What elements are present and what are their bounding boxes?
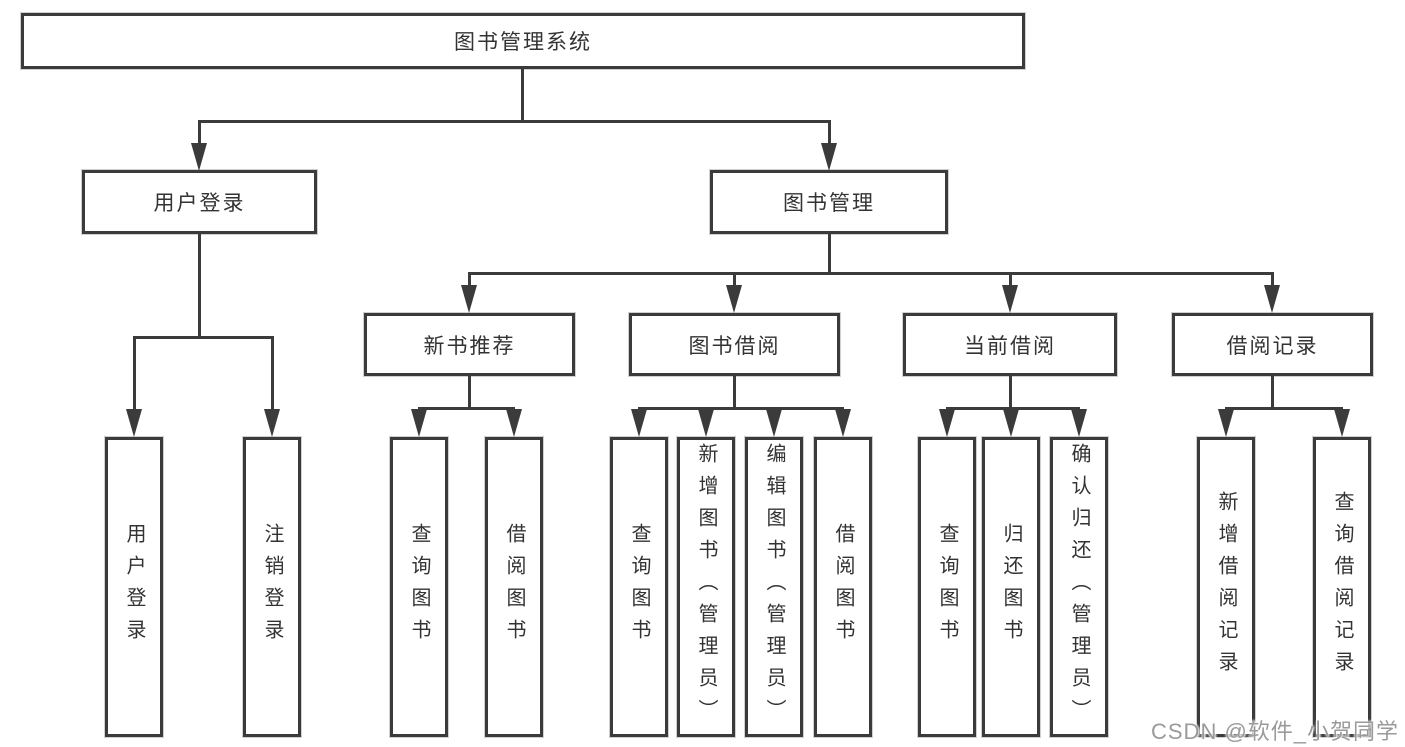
connector-line	[946, 407, 1080, 410]
arrowhead-down-icon	[835, 409, 851, 437]
node-book-management: 图书管理	[710, 170, 948, 234]
node-book-borrowing: 图书借阅	[629, 313, 840, 376]
connector-line	[468, 272, 471, 288]
connector-line	[271, 336, 274, 412]
connector-line	[733, 376, 736, 409]
arrowhead-down-icon	[631, 409, 647, 437]
leaf-query-books-3: 查询图书	[918, 437, 976, 737]
arrowhead-down-icon	[1218, 409, 1234, 437]
leaf-borrow-books-2: 借阅图书	[814, 437, 872, 737]
connector-line	[1271, 272, 1274, 288]
arrowhead-down-icon	[264, 409, 280, 437]
node-new-book-recommend: 新书推荐	[364, 313, 575, 376]
arrowhead-down-icon	[411, 409, 427, 437]
connector-line	[133, 336, 136, 412]
leaf-query-books-2: 查询图书	[610, 437, 668, 737]
connector-line	[198, 234, 201, 339]
arrowhead-down-icon	[939, 409, 955, 437]
leaf-user-login: 用户登录	[105, 437, 163, 737]
connector-line	[1271, 376, 1274, 409]
arrowhead-down-icon	[766, 409, 782, 437]
arrowhead-down-icon	[1071, 409, 1087, 437]
leaf-logout: 注销登录	[243, 437, 301, 737]
connector-line	[1009, 376, 1012, 409]
arrowhead-down-icon	[506, 409, 522, 437]
connector-line	[198, 120, 201, 146]
connector-line	[1009, 272, 1012, 288]
node-current-borrowing: 当前借阅	[903, 313, 1117, 376]
connector-line	[418, 407, 515, 410]
connector-line	[1225, 407, 1343, 410]
arrowhead-down-icon	[1002, 285, 1018, 313]
arrowhead-down-icon	[1264, 285, 1280, 313]
connector-line	[828, 234, 831, 275]
connector-line	[133, 336, 273, 339]
leaf-borrow-books-1: 借阅图书	[485, 437, 543, 737]
leaf-edit-book-admin: 编辑图书（管理员）	[745, 437, 803, 737]
arrowhead-down-icon	[821, 143, 837, 171]
connector-line	[733, 272, 736, 288]
connector-line	[468, 376, 471, 409]
connector-line	[828, 120, 831, 146]
arrowhead-down-icon	[1003, 409, 1019, 437]
arrowhead-down-icon	[1334, 409, 1350, 437]
connector-line	[638, 407, 844, 410]
arrowhead-down-icon	[461, 285, 477, 313]
arrowhead-down-icon	[191, 143, 207, 171]
leaf-query-books-1: 查询图书	[390, 437, 448, 737]
connector-line	[521, 69, 524, 122]
arrowhead-down-icon	[726, 285, 742, 313]
leaf-query-borrow-record: 查询借阅记录	[1313, 437, 1371, 737]
arrowhead-down-icon	[698, 409, 714, 437]
leaf-add-book-admin: 新增图书（管理员）	[677, 437, 735, 737]
leaf-add-borrow-record: 新增借阅记录	[1197, 437, 1255, 737]
node-library-system: 图书管理系统	[21, 13, 1025, 69]
arrowhead-down-icon	[126, 409, 142, 437]
connector-line	[468, 272, 1273, 275]
csdn-watermark: CSDN @软件_小贺同学	[1151, 719, 1400, 744]
leaf-return-book: 归还图书	[982, 437, 1040, 737]
node-borrow-records: 借阅记录	[1172, 313, 1373, 376]
connector-line	[198, 120, 830, 123]
leaf-confirm-return-admin: 确认归还（管理员）	[1050, 437, 1108, 737]
node-user-login: 用户登录	[82, 170, 317, 234]
